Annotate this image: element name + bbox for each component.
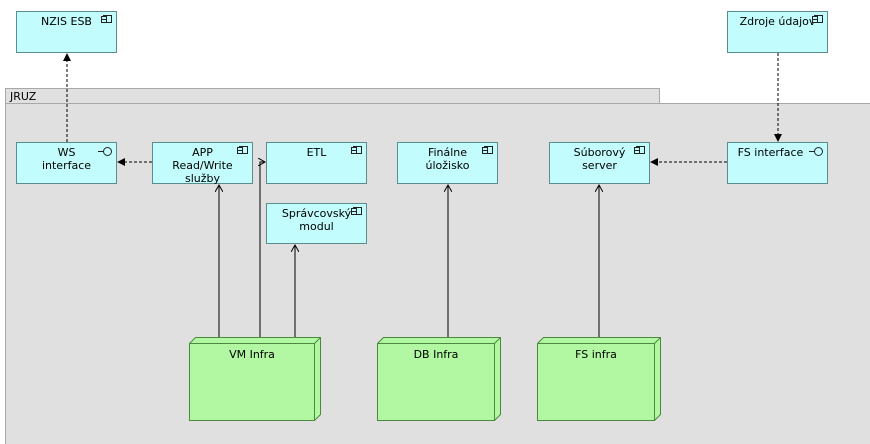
component-label: Zdroje údajov [739, 15, 816, 28]
node-shape [537, 337, 661, 421]
component-icon [101, 15, 112, 23]
component-label: ETL [306, 146, 327, 159]
component-nzis-esb[interactable]: NZIS ESB [16, 11, 117, 53]
component-label-line2: modul [299, 220, 334, 233]
interface-ws[interactable]: WS interface [16, 142, 117, 184]
component-label-line1: Súborový [573, 146, 626, 159]
interface-fs[interactable]: FS interface [727, 142, 828, 184]
node-vm-infra[interactable]: VM Infra [189, 337, 321, 421]
component-label-line1: APP [192, 146, 213, 159]
node-label: DB Infra [413, 348, 459, 361]
component-label-line2: Read/Write [172, 159, 233, 172]
component-label-line2: úložisko [425, 159, 470, 172]
group-tab-jruz: JRUZ [5, 88, 660, 104]
component-label-line2: server [582, 159, 617, 172]
component-icon [812, 15, 823, 23]
component-icon [237, 146, 248, 154]
component-zdroje-udajov[interactable]: Zdroje údajov [727, 11, 828, 53]
node-label: VM Infra [229, 348, 275, 361]
node-shape [189, 337, 321, 421]
component-label-line3: služby [184, 172, 221, 185]
node-db-infra[interactable]: DB Infra [377, 337, 501, 421]
component-app-read-write[interactable]: APP Read/Write služby [152, 142, 253, 185]
component-label-line1: Finálne [427, 146, 468, 159]
interface-icon [98, 147, 112, 156]
node-shape [377, 337, 501, 421]
node-label: FS infra [575, 348, 617, 361]
component-finalne-ulozisko[interactable]: Finálne úložisko [397, 142, 498, 184]
component-label: NZIS ESB [41, 15, 92, 28]
interface-label-line1: WS [57, 146, 76, 159]
component-icon [634, 146, 645, 154]
interface-icon [809, 147, 823, 156]
component-suborovy-server[interactable]: Súborový server [549, 142, 650, 184]
group-label: JRUZ [10, 90, 37, 103]
component-label-line1: Správcovský [281, 207, 352, 220]
interface-label: FS interface [737, 146, 804, 159]
node-fs-infra[interactable]: FS infra [537, 337, 661, 421]
component-spravcovsky-modul[interactable]: Správcovský modul [266, 203, 367, 244]
component-icon [482, 146, 493, 154]
component-icon [351, 146, 362, 154]
component-etl[interactable]: ETL [266, 142, 367, 184]
interface-label-line2: interface [41, 159, 92, 172]
component-icon [351, 207, 362, 215]
